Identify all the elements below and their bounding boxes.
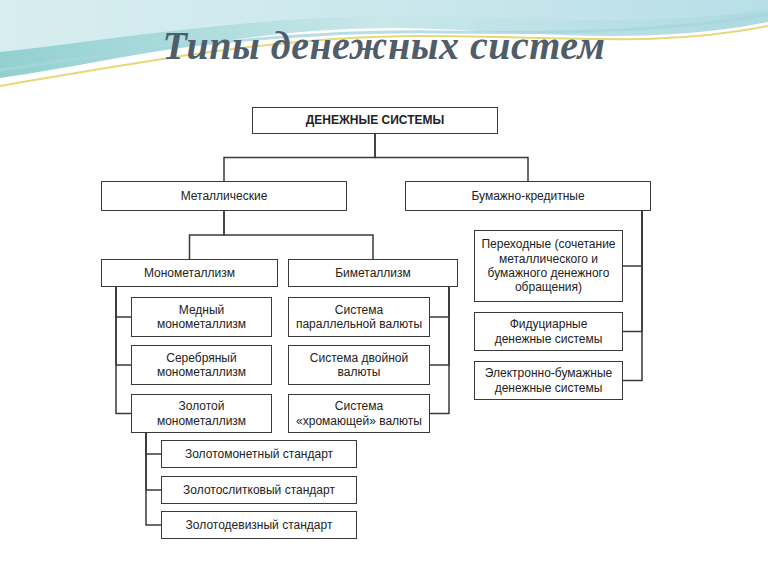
box-label: Фидуциарные денежные системы: [480, 317, 617, 346]
box-label: Электронно-бумажные денежные системы: [480, 366, 617, 395]
tree-connector: [146, 433, 161, 490]
tree-connector: [224, 134, 375, 181]
standard-box: Золотослитковый стандарт: [161, 476, 357, 504]
type-box: Монометаллизм: [101, 259, 278, 287]
box-label: Бумажно-кредитные: [471, 189, 584, 203]
tree-connector: [116, 287, 131, 365]
slide-title: Типы денежных систем: [0, 22, 768, 69]
tree-connector: [430, 287, 449, 414]
box-label: Переходные (сочетание металлического и б…: [480, 237, 617, 295]
tree-connector: [430, 287, 449, 365]
subtype-box: Медный монометаллизм: [131, 297, 272, 337]
system-box: Электронно-бумажные денежные системы: [474, 361, 623, 400]
standard-box: Золотомонетный стандарт: [161, 440, 357, 468]
subtype-box: Золотой монометаллизм: [131, 394, 272, 433]
box-label: Золотодевизный стандарт: [186, 518, 333, 532]
subtype-box: Система двойной валюты: [288, 345, 430, 385]
box-label: Монометаллизм: [144, 266, 235, 280]
tree-connector: [146, 433, 161, 525]
category-box: Металлические: [101, 181, 347, 211]
tree-connector: [623, 211, 642, 266]
root-box: ДЕНЕЖНЫЕ СИСТЕМЫ: [252, 107, 498, 134]
subtype-box: Система «хромающей» валюты: [288, 394, 430, 433]
box-label: Золотослитковый стандарт: [183, 483, 335, 497]
system-box: Переходные (сочетание металлического и б…: [474, 230, 623, 302]
tree-connector: [623, 211, 642, 332]
tree-connector: [623, 211, 642, 381]
standard-box: Золотодевизный стандарт: [161, 511, 357, 539]
tree-connector: [375, 134, 528, 181]
box-label: Золотой монометаллизм: [137, 399, 266, 428]
tree-connector: [190, 211, 225, 259]
tree-connector: [430, 287, 449, 317]
system-box: Фидуциарные денежные системы: [474, 312, 623, 351]
box-label: ДЕНЕЖНЫЕ СИСТЕМЫ: [306, 113, 445, 127]
subtype-box: Система параллельной валюты: [288, 297, 430, 337]
type-box: Биметаллизм: [288, 259, 458, 287]
box-label: Серебряный монометаллизм: [137, 351, 266, 380]
tree-connector: [224, 211, 373, 259]
box-label: Металлические: [181, 189, 268, 203]
box-label: Медный монометаллизм: [137, 303, 266, 332]
box-label: Система «хромающей» валюты: [294, 399, 424, 428]
box-label: Золотомонетный стандарт: [185, 447, 333, 461]
box-label: Биметаллизм: [335, 266, 411, 280]
category-box: Бумажно-кредитные: [405, 181, 651, 211]
box-label: Система двойной валюты: [294, 351, 424, 380]
box-label: Система параллельной валюты: [294, 303, 424, 332]
tree-connector: [116, 287, 131, 414]
tree-connector: [146, 433, 161, 454]
tree-connector: [116, 287, 131, 317]
subtype-box: Серебряный монометаллизм: [131, 345, 272, 385]
